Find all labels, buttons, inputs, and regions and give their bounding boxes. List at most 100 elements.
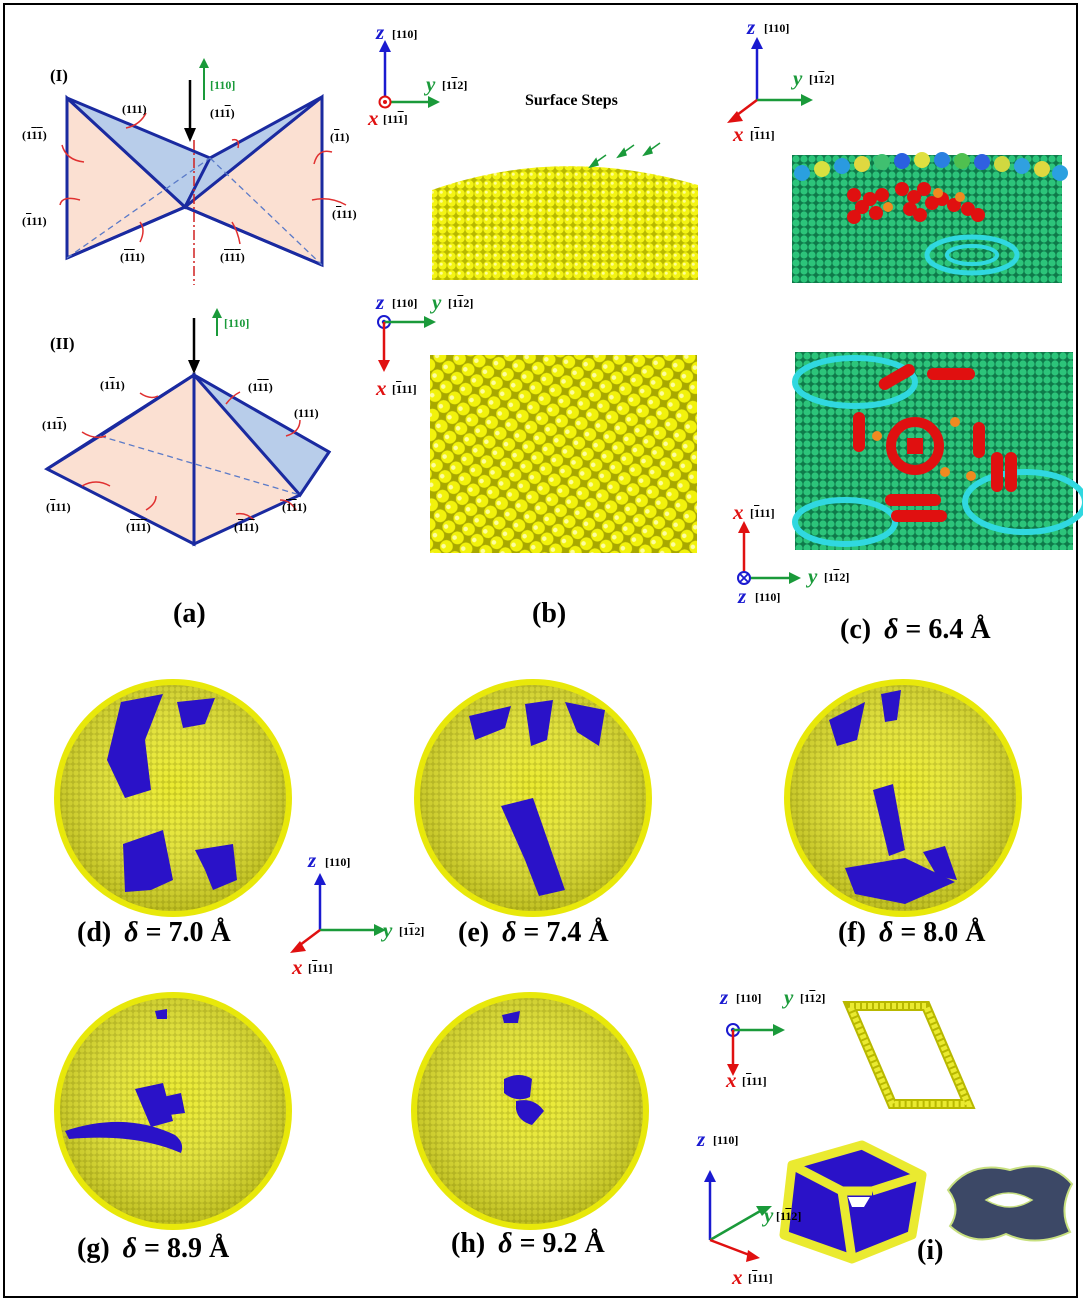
surface-atom-row	[794, 152, 1068, 181]
plane-label: (111)	[332, 207, 357, 221]
plane-label: (111)	[42, 418, 67, 432]
axis-z-dir: [110]	[325, 855, 351, 869]
panel-a-sub2-label: (II)	[50, 334, 75, 353]
surface-steps-image	[432, 142, 698, 280]
axis-y-label: y	[793, 66, 803, 90]
panel-e-value: = 7.4 Å	[523, 917, 609, 948]
axis-z-dir: [110]	[713, 1133, 739, 1147]
plane-label: (111)	[22, 214, 47, 228]
axis-y-dir: [112]	[448, 296, 474, 310]
axis-z-dir: [110]	[392, 296, 418, 310]
axis-y-label: y	[764, 1203, 774, 1227]
axis-triad-i-top	[726, 1023, 785, 1076]
axis-z-label: z	[308, 848, 317, 872]
plane-label: (111)	[294, 406, 319, 420]
axis-z-dir: [110]	[755, 590, 781, 604]
panel-d-value: = 7.0 Å	[145, 917, 231, 948]
plane-label: (111)	[122, 102, 147, 116]
facet-pyr-left	[43, 372, 196, 547]
prismatic-loop-outline	[842, 1001, 976, 1109]
facet-right-top	[183, 95, 323, 209]
axis-triad-b-top	[378, 40, 440, 109]
axis-z-label: z	[747, 15, 756, 39]
sphere-h	[411, 992, 649, 1230]
axis-x-dir: [111]	[748, 1271, 773, 1285]
axis-y-label: y	[383, 918, 393, 942]
stacking-fault-cluster	[847, 182, 985, 224]
axis-x-dir: [111]	[750, 506, 775, 520]
plane-label: (111)	[126, 520, 151, 534]
axis-x-label: x	[292, 955, 303, 979]
sphere-f	[784, 679, 1022, 917]
panel-a-sub1-label: (I)	[50, 66, 68, 85]
panel-f-value: = 8.0 Å	[900, 917, 986, 948]
axis-triad-def	[290, 873, 386, 953]
axis-z-label: z	[738, 584, 747, 608]
defect-top-view	[792, 352, 1083, 550]
panel-a-sub2-direction: [110]	[224, 316, 250, 330]
panel-d-id: (d)	[77, 917, 112, 948]
axis-triad-b-mid	[377, 315, 436, 372]
stacking-fault-ring	[853, 364, 1017, 522]
axis-z-label: z	[376, 290, 385, 314]
axis-z-label: z	[720, 985, 729, 1009]
axis-triad-c-bottom	[737, 521, 801, 585]
panel-b-caption: (b)	[532, 598, 567, 629]
axis-y-dir: [112]	[776, 1209, 802, 1223]
panel-c-delta-value: = 6.4 Å	[905, 614, 991, 645]
axis-y-dir: [112]	[442, 78, 468, 92]
sphere-g	[54, 992, 292, 1230]
axis-y-dir: [112]	[809, 72, 835, 86]
panel-g-id: (g)	[77, 1233, 110, 1264]
plane-label: (111)	[220, 250, 245, 264]
axis-x-label: x	[733, 500, 744, 524]
panel-i-caption: (i)	[917, 1235, 944, 1266]
axis-y-dir: [112]	[824, 570, 850, 584]
plane-label: (111)	[100, 378, 125, 392]
axis-y-dir: [112]	[800, 991, 826, 1005]
facet-pyr-blue	[192, 373, 332, 498]
axis-y-label: y	[808, 564, 818, 588]
axis-x-label: x	[733, 122, 744, 146]
panel-g-value: = 8.9 Å	[144, 1233, 230, 1264]
axis-y-label: y	[432, 290, 442, 314]
axis-x-dir: [111]	[392, 382, 417, 396]
surface-steps-title: Surface Steps	[525, 92, 618, 109]
crystal-facet-diagram	[43, 58, 347, 547]
sphere-e	[414, 679, 652, 917]
panel-g-caption: (g) δ = 8.9 Å	[77, 1233, 230, 1264]
panel-e-caption: (e) δ = 7.4 Å	[458, 917, 609, 948]
axis-x-dir: [111]	[742, 1074, 767, 1088]
panel-h-caption: (h) δ = 9.2 Å	[451, 1228, 605, 1259]
prismatic-loop-3d	[779, 1140, 927, 1264]
panel-d-caption: (d) δ = 7.0 Å	[77, 917, 231, 948]
axis-y-label: y	[784, 985, 794, 1009]
figure-frame	[3, 3, 1078, 1298]
step-arrows	[588, 142, 661, 169]
panel-h-id: (h)	[451, 1228, 486, 1259]
panel-f-id: (f)	[838, 917, 866, 948]
plane-label: (111)	[234, 520, 259, 534]
axis-z-dir: [110]	[764, 21, 790, 35]
axis-x-label: x	[726, 1068, 737, 1092]
axis-x-label: x	[376, 376, 387, 400]
plane-label: (111)	[22, 128, 47, 142]
axis-triad-c-top	[727, 37, 813, 123]
panel-h-value: = 9.2 Å	[519, 1228, 605, 1259]
axis-y-label: y	[426, 72, 436, 96]
axis-x-label: x	[732, 1265, 743, 1289]
plane-label: (111)	[282, 500, 307, 514]
facet-pyr-grey	[46, 373, 195, 471]
axis-triad-i-bottom	[704, 1170, 772, 1262]
defect-side-view	[792, 152, 1068, 283]
axis-x-dir: [111]	[308, 961, 333, 975]
plane-label: (111)	[210, 106, 235, 120]
panel-c-id: (c)	[840, 614, 872, 645]
panel-a-caption: (a)	[173, 598, 206, 629]
axis-z-label: z	[376, 20, 385, 44]
plane-label: (111)	[46, 500, 71, 514]
plane-label: (111)	[120, 250, 145, 264]
loop-surface-render	[946, 1165, 1074, 1242]
plane-label: (111)	[248, 380, 273, 394]
axis-z-label: z	[697, 1127, 706, 1151]
